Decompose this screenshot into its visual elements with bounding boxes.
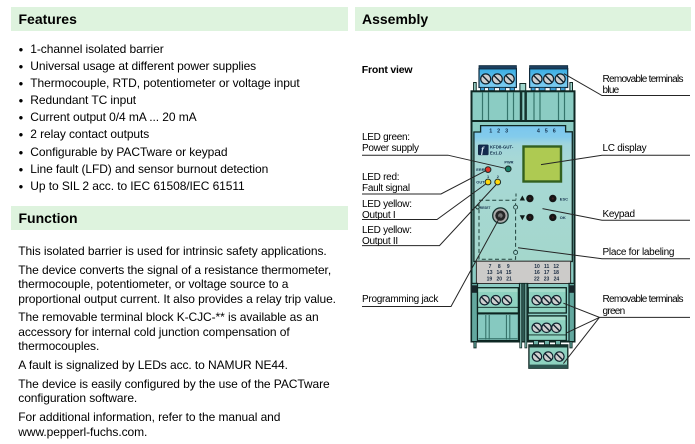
svg-text:18: 18 <box>553 270 559 276</box>
svg-text:20: 20 <box>497 277 503 283</box>
svg-text:11: 11 <box>544 264 550 270</box>
svg-text:4: 4 <box>537 129 540 135</box>
svg-text:16: 16 <box>534 270 540 276</box>
svg-text:22: 22 <box>534 277 540 283</box>
svg-text:OK: OK <box>560 215 566 220</box>
svg-text:2: 2 <box>497 174 500 179</box>
svg-text:OUT: OUT <box>476 180 485 185</box>
svg-text:3: 3 <box>505 129 508 135</box>
svg-text:8: 8 <box>498 264 501 270</box>
svg-text:KFD8-GUT-: KFD8-GUT- <box>490 144 514 149</box>
svg-text:5: 5 <box>545 129 548 135</box>
svg-text:24: 24 <box>554 277 560 283</box>
svg-text:23: 23 <box>544 277 550 283</box>
svg-text:14: 14 <box>497 270 503 276</box>
svg-text:ERR: ERR <box>476 167 484 172</box>
svg-text:2: 2 <box>497 129 500 135</box>
svg-text:17: 17 <box>544 270 550 276</box>
svg-text:7: 7 <box>489 264 492 270</box>
svg-text:12: 12 <box>553 264 559 270</box>
svg-text:Ex1.D: Ex1.D <box>490 151 502 156</box>
svg-text:19: 19 <box>487 277 493 283</box>
svg-text:ESC: ESC <box>560 196 568 201</box>
svg-text:15: 15 <box>506 270 512 276</box>
svg-text:1: 1 <box>489 129 492 135</box>
svg-text:6: 6 <box>553 129 556 135</box>
svg-text:f: f <box>481 145 485 155</box>
svg-text:1: 1 <box>487 174 490 179</box>
svg-text:21: 21 <box>506 277 512 283</box>
svg-text:RESET: RESET <box>480 206 491 210</box>
svg-text:13: 13 <box>487 270 493 276</box>
svg-text:PWR: PWR <box>504 160 513 165</box>
svg-text:10: 10 <box>534 264 540 270</box>
svg-text:9: 9 <box>507 264 510 270</box>
